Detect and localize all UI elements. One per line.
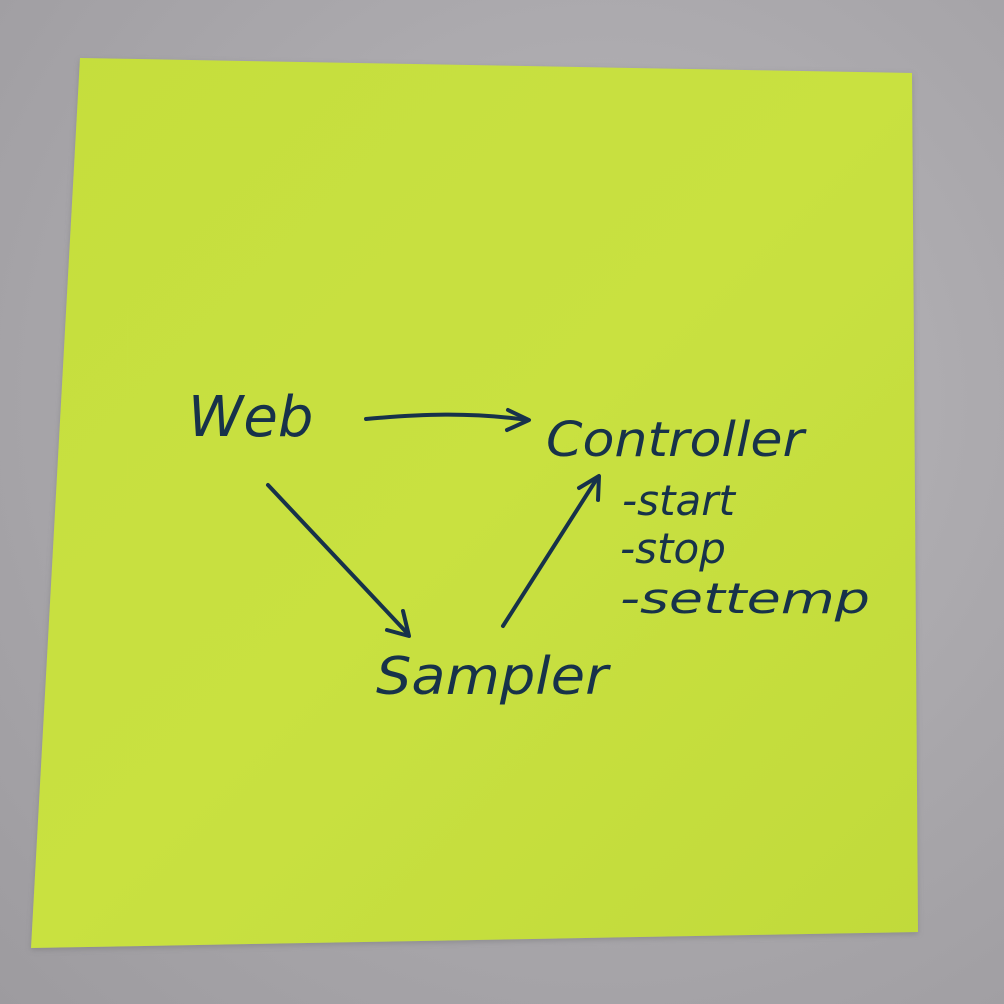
node-sampler: Sampler bbox=[376, 647, 612, 707]
controller-item-stop: -stop bbox=[620, 524, 726, 573]
arrow-web-to-controller bbox=[364, 408, 531, 432]
controller-item-settemp: -settemp bbox=[620, 574, 870, 623]
arrow-sampler-to-controller bbox=[501, 474, 601, 628]
arrow-web-to-sampler bbox=[266, 483, 411, 638]
node-web: Web bbox=[188, 385, 313, 450]
note-paper bbox=[31, 58, 918, 948]
controller-item-start: -start bbox=[622, 476, 737, 525]
node-controller: Controller bbox=[546, 412, 808, 468]
